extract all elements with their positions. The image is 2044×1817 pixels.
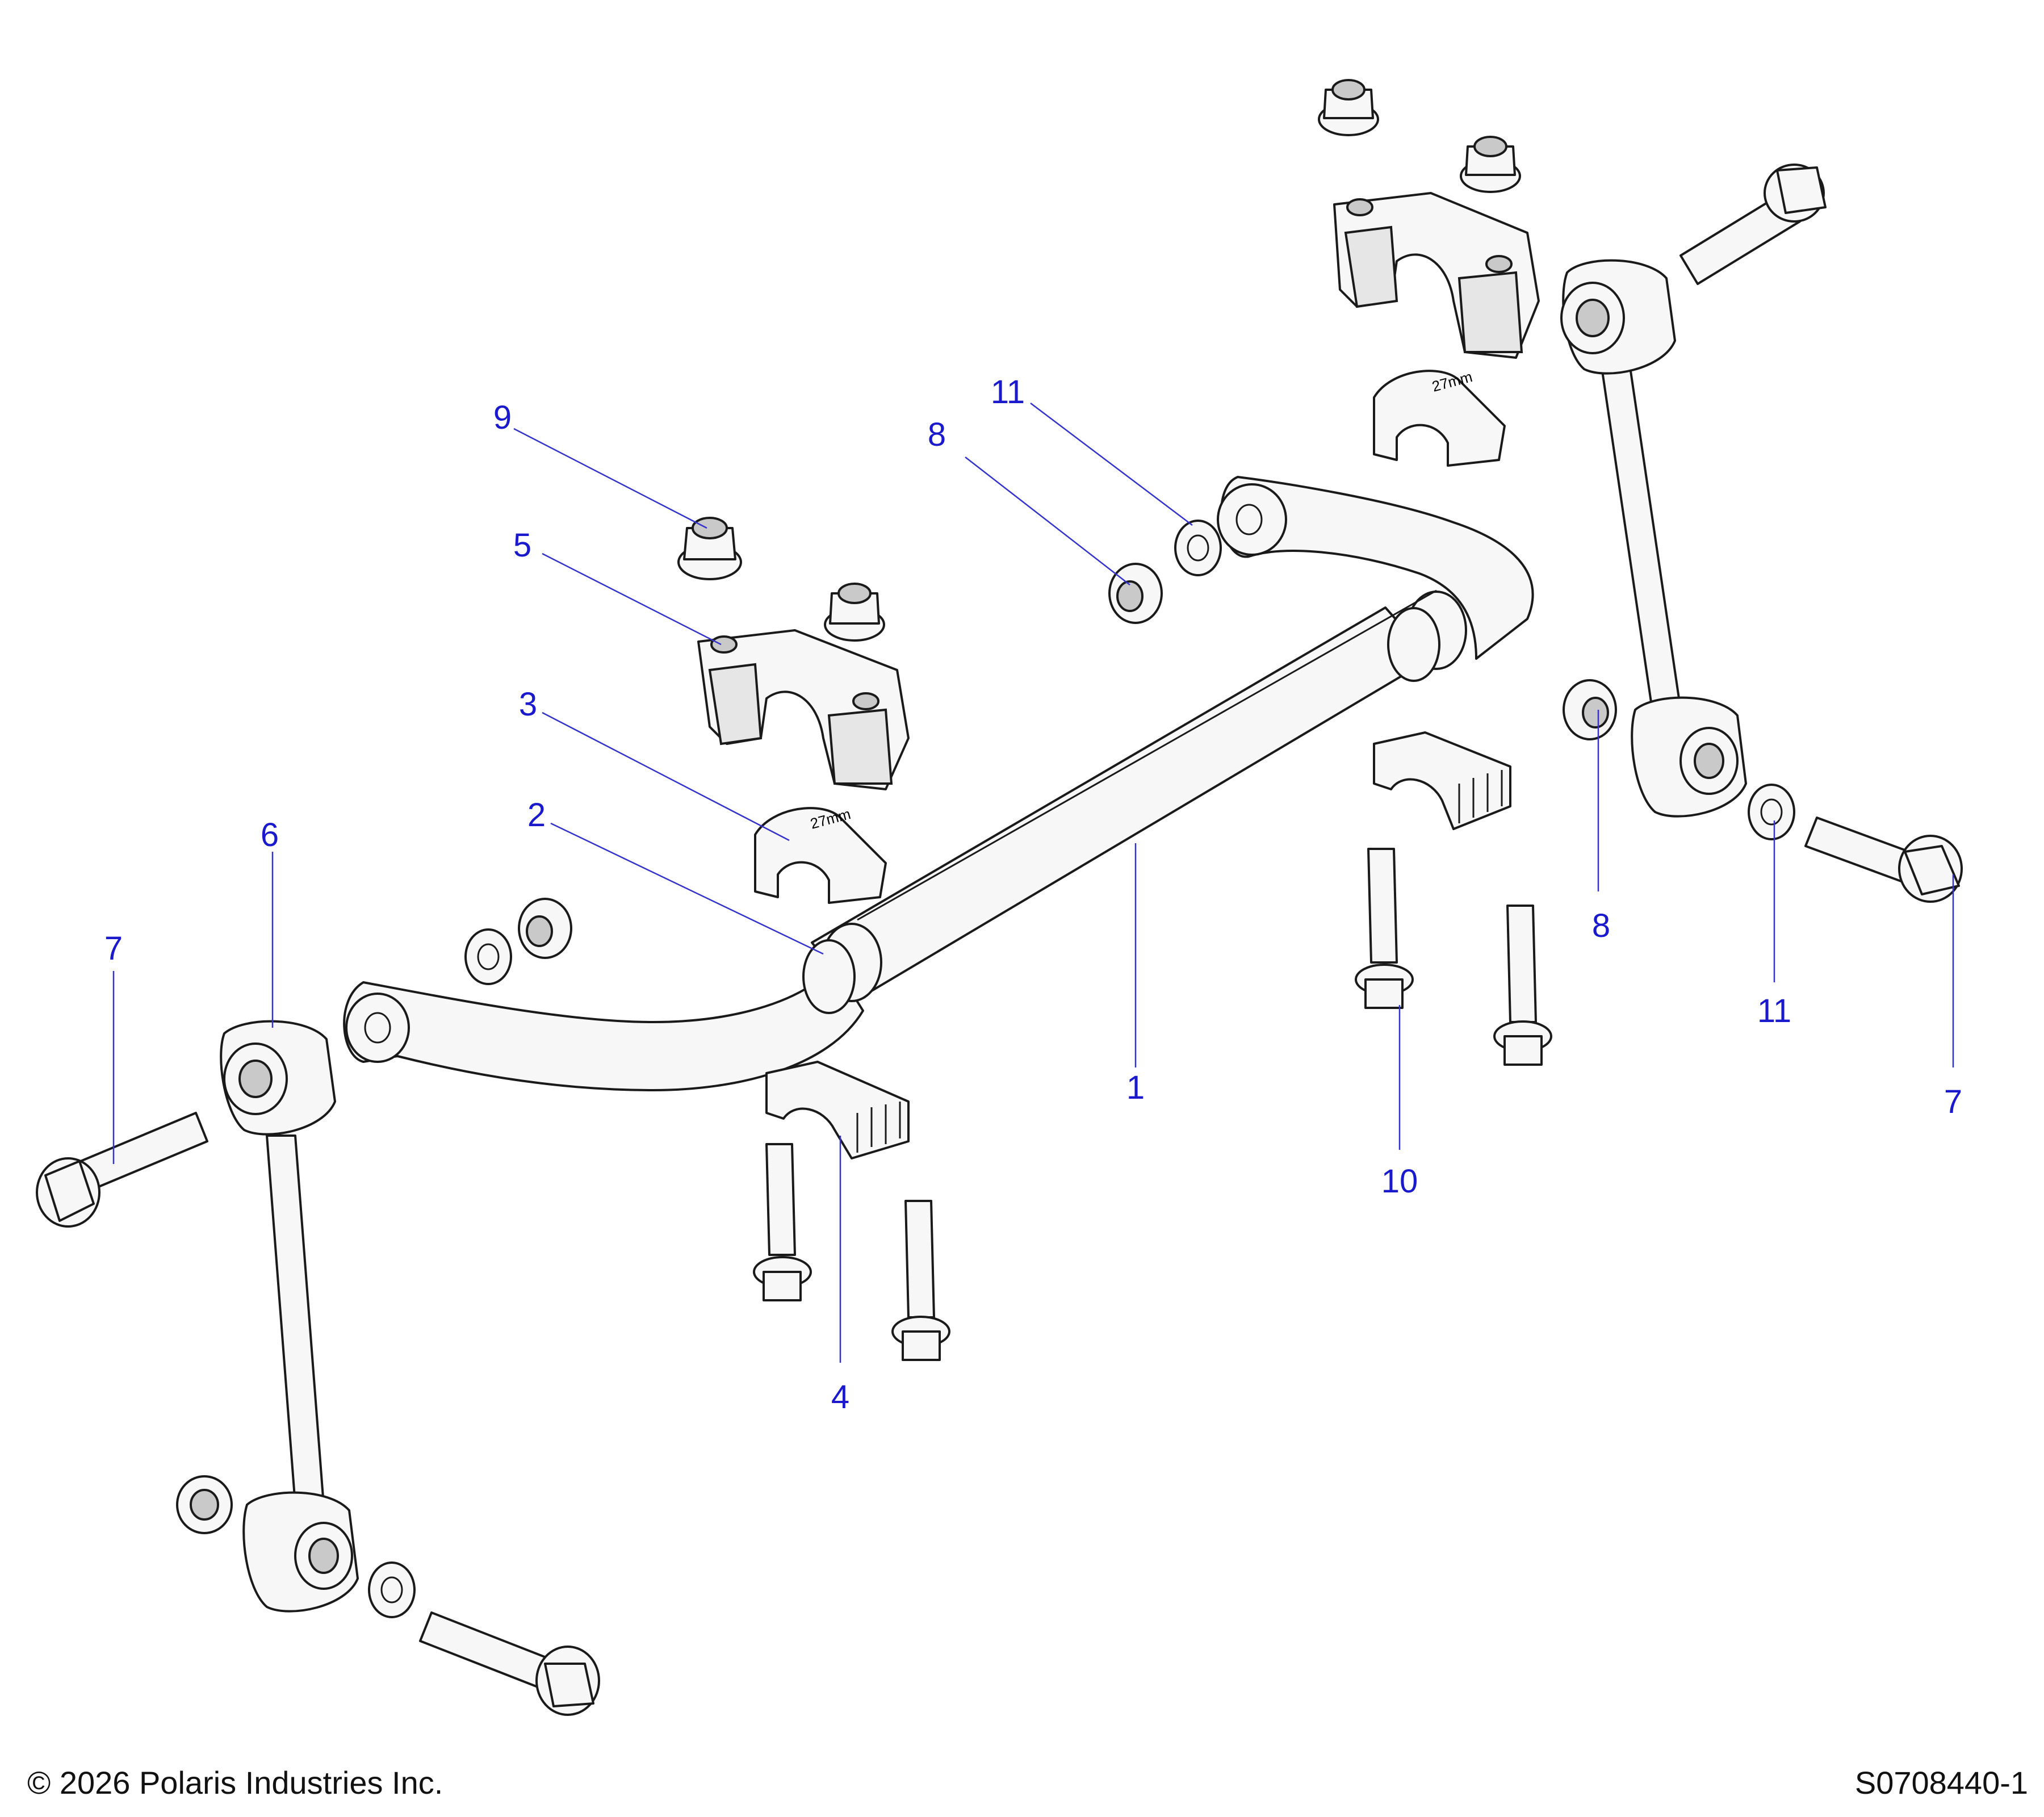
flange-bolt bbox=[1679, 164, 1827, 285]
flange-nut bbox=[1460, 136, 1521, 193]
flange-bolt bbox=[891, 1200, 950, 1361]
stabilizer-link bbox=[1560, 259, 1747, 818]
flange-bolt bbox=[1493, 905, 1552, 1066]
callout-7b: 7 bbox=[1944, 1083, 1962, 1120]
callout-4: 4 bbox=[831, 1379, 849, 1416]
stabilizer-bar bbox=[343, 476, 1534, 1091]
bracket bbox=[1333, 192, 1540, 359]
callout-1: 1 bbox=[1126, 1069, 1145, 1106]
washer bbox=[368, 1561, 416, 1618]
flange-bolt bbox=[753, 1143, 812, 1301]
callout-9: 9 bbox=[493, 399, 512, 436]
callout-11a: 11 bbox=[991, 374, 1025, 411]
copyright-notice: © 2026 Polaris Industries Inc. bbox=[27, 1765, 443, 1801]
bushing-half-4 bbox=[765, 1061, 910, 1159]
leader-lines bbox=[112, 403, 1954, 1363]
callout-11b: 11 bbox=[1757, 993, 1791, 1029]
bracket-5 bbox=[697, 629, 910, 790]
flange-bolt-10 bbox=[1355, 848, 1414, 1009]
callout-3: 3 bbox=[519, 686, 537, 723]
callout-10: 10 bbox=[1381, 1163, 1418, 1200]
flange-nut-9 bbox=[677, 517, 742, 580]
flange-nut bbox=[518, 898, 572, 959]
flange-nut bbox=[824, 583, 885, 642]
flange-nut-8 bbox=[1563, 679, 1617, 740]
drawing-number: S0708440-1 bbox=[1854, 1765, 2028, 1801]
flange-nut-8 bbox=[1108, 563, 1163, 624]
callout-8a: 8 bbox=[928, 416, 946, 453]
washer-11 bbox=[1748, 784, 1795, 840]
flange-bolt-7 bbox=[1804, 817, 1963, 903]
bushing-half-3: 27mm bbox=[754, 805, 887, 904]
washer-11 bbox=[1174, 520, 1222, 576]
flange-nut bbox=[1318, 79, 1379, 136]
bushing-half bbox=[1373, 731, 1511, 830]
bushing-half: 27mm bbox=[1373, 368, 1506, 467]
callout-8b: 8 bbox=[1592, 907, 1610, 944]
flange-bolt bbox=[419, 1611, 600, 1716]
stabilizer-link-6 bbox=[220, 1020, 359, 1613]
flange-bolt-7 bbox=[36, 1112, 208, 1228]
callout-7a: 7 bbox=[104, 930, 123, 967]
callout-5: 5 bbox=[513, 527, 531, 564]
washer bbox=[464, 928, 512, 985]
callout-labels: 1 2 3 4 5 6 7 7 8 8 9 10 11 11 bbox=[104, 374, 1962, 1416]
callout-2: 2 bbox=[527, 797, 546, 834]
callout-6: 6 bbox=[261, 817, 279, 853]
flange-nut bbox=[176, 1475, 233, 1534]
